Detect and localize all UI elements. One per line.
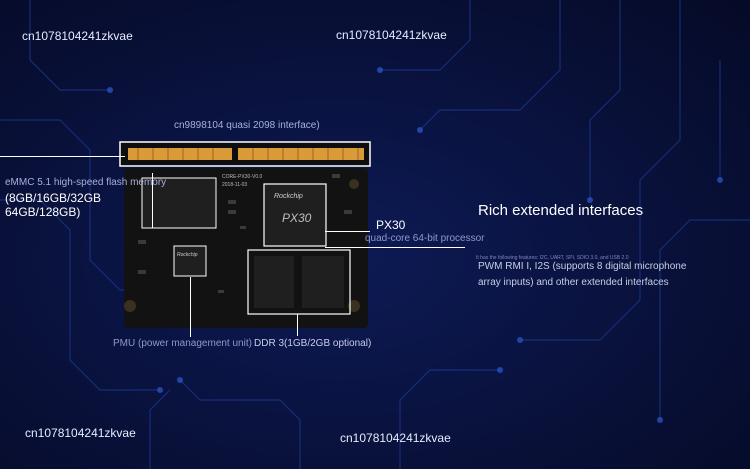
rich-interfaces-description: PWM RMI I, I2S (supports 8 digital micro… (478, 261, 687, 288)
ddr-label: DDR 3(1GB/2GB optional) (254, 338, 372, 349)
pmu-label: PMU (power management unit) (113, 338, 252, 349)
board-model-text: CORE-PX30-V0.0 (222, 174, 263, 180)
px30-label: PX30 (376, 218, 406, 232)
core-board-image: Rockchip PX30 CORE-PX30-V0.0 2018-11-03 … (119, 141, 371, 328)
board-date-text: 2018-11-03 (222, 182, 247, 188)
watermark: cn1078104241zkvae (25, 426, 136, 440)
watermark: cn1078104241zkvae (336, 28, 447, 42)
watermark: cn1078104241zkvae (22, 29, 133, 43)
px30-pointer-line (325, 231, 370, 232)
watermark: cn1078104241zkvae (340, 431, 451, 445)
rich-interfaces-title: Rich extended interfaces (478, 202, 644, 219)
interface-pointer-line (325, 247, 465, 248)
emmc-pointer-line (152, 173, 153, 228)
emmc-title-label: eMMC 5.1 high-speed flash memory (5, 177, 167, 188)
soc-brand-text: Rockchip (274, 193, 303, 200)
emmc-capacity-line2: 64GB/128GB) (5, 205, 81, 219)
emmc-capacity-line1: (8GB/16GB/32GB (5, 191, 102, 205)
ddr-pointer-line (297, 314, 298, 336)
pmu-brand-text: Rockchip (177, 252, 198, 258)
emmc-pointer-line (0, 156, 125, 157)
soc-model-text: PX30 (282, 211, 312, 225)
quasi-interface-label: cn9898104 quasi 2098 interface) (174, 120, 320, 131)
px30-sub-label: quad-core 64-bit processor (365, 233, 485, 244)
pmu-pointer-line (190, 277, 191, 337)
rich-interfaces-feature-list: It has the following features: I2C, UART… (476, 255, 629, 261)
